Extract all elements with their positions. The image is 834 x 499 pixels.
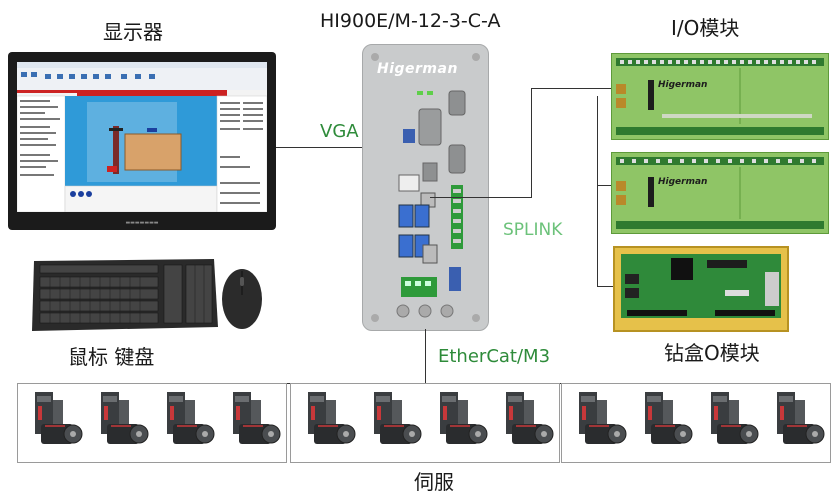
monitor: ▬▬▬▬▬▬▬ — [8, 52, 276, 230]
servo-unit — [308, 392, 356, 444]
servo-unit — [101, 392, 149, 444]
io-chain-vertical — [597, 96, 598, 286]
io-module-board-1: Higerman — [611, 53, 829, 140]
monitor-screen — [17, 62, 267, 212]
io-chain-to-drill — [597, 286, 615, 287]
controller-ports — [371, 53, 480, 322]
servo-unit — [35, 392, 83, 444]
servo-unit — [777, 392, 825, 444]
drill-box-board — [613, 246, 789, 332]
drill-board-components — [621, 254, 781, 318]
splink-label: SPLINK — [503, 220, 563, 240]
mouse — [222, 269, 262, 329]
servo-unit — [645, 392, 693, 444]
servo-unit — [440, 392, 488, 444]
vga-label: VGA — [320, 121, 359, 142]
splink-line-to-controller — [430, 197, 532, 198]
io-chain-to-io2 — [597, 185, 613, 186]
mouse-keyboard-label: 鼠标 键盘 — [68, 345, 155, 369]
servo-unit — [233, 392, 281, 444]
ethercat-label: EtherCat/M3 — [438, 346, 551, 367]
io-module-label: I/O模块 — [671, 16, 740, 40]
io-board-2-logo: Higerman — [658, 177, 708, 187]
keyboard — [32, 259, 218, 331]
controller-unit: Higerman — [362, 44, 489, 331]
io-board-2-components — [616, 157, 824, 229]
io-module-board-2: Higerman — [611, 152, 829, 234]
cnc-software-screenshot — [17, 62, 267, 212]
servo-unit — [711, 392, 759, 444]
servo-label: 伺服 — [414, 470, 454, 494]
controller-logo: Higerman — [377, 61, 458, 77]
drill-box-label: 钻盒O模块 — [664, 341, 760, 365]
splink-line-vertical — [531, 88, 532, 197]
ethercat-line-vertical — [425, 329, 426, 383]
servo-unit — [506, 392, 554, 444]
controller-model-label: HI900E/M-12-3-C-A — [320, 10, 501, 32]
vga-connection-line — [276, 147, 363, 148]
servo-unit — [579, 392, 627, 444]
servo-unit — [374, 392, 422, 444]
servo-unit — [167, 392, 215, 444]
io-board-1-components — [616, 58, 824, 135]
display-label: 显示器 — [103, 20, 163, 44]
splink-line-to-io1 — [531, 88, 613, 89]
monitor-brand-strip: ▬▬▬▬▬▬▬ — [125, 220, 159, 226]
io-board-1-logo: Higerman — [658, 80, 708, 90]
